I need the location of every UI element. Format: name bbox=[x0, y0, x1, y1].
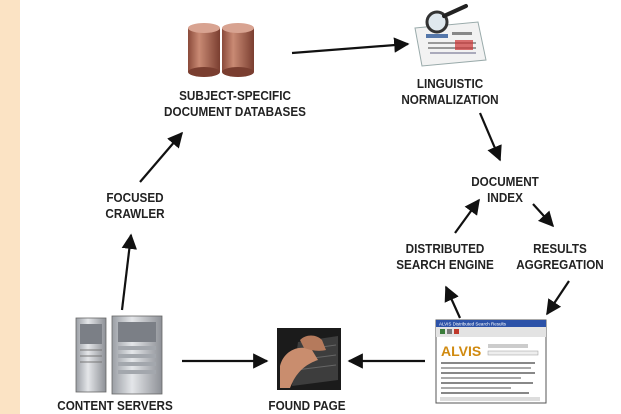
node-label-crawler-line1: FOCUSED bbox=[106, 190, 164, 205]
arrow-normalization-to-index bbox=[478, 112, 502, 162]
node-label-normalization: LINGUISTIC NORMALIZATION bbox=[392, 76, 509, 108]
node-label-normalization-line2: NORMALIZATION bbox=[401, 92, 499, 107]
node-label-databases-line1: SUBJECT-SPECIFIC bbox=[179, 88, 291, 103]
window-titlebar bbox=[436, 320, 546, 327]
window-title: ALVIS Distributed Search Results bbox=[439, 322, 507, 327]
arrow-results-to-search-engine bbox=[444, 285, 462, 319]
node-label-search-engine-line1: DISTRIBUTED bbox=[405, 241, 485, 256]
database-cylinders-icon bbox=[188, 23, 254, 77]
alvis-results-window: ALVIS Distributed Search Results ALVIS bbox=[435, 319, 547, 404]
node-label-crawler-line2: CRAWLER bbox=[105, 206, 165, 221]
newspaper-magnifier-icon bbox=[414, 4, 487, 67]
node-label-crawler: FOCUSED CRAWLER bbox=[86, 190, 185, 222]
node-label-aggregation-line2: AGGREGATION bbox=[516, 257, 604, 272]
node-label-found-page: FOUND PAGE bbox=[268, 398, 346, 413]
node-label-normalization-line1: LINGUISTIC bbox=[416, 76, 484, 91]
content-servers-icon bbox=[75, 315, 163, 395]
arrow-crawler-to-databases bbox=[139, 131, 184, 183]
alvis-logo: ALVIS bbox=[441, 343, 481, 359]
node-label-aggregation: RESULTS AGGREGATION bbox=[511, 241, 610, 273]
arrow-servers-to-crawler bbox=[120, 233, 137, 311]
node-label-search-engine: DISTRIBUTED SEARCH ENGINE bbox=[391, 241, 499, 273]
arrow-databases-to-normalization bbox=[291, 37, 410, 55]
node-label-aggregation-line1: RESULTS bbox=[533, 241, 587, 256]
node-label-index-line1: DOCUMENT bbox=[471, 174, 539, 189]
arrow-index-to-aggregation bbox=[532, 203, 555, 228]
arrow-aggregation-to-results bbox=[546, 280, 570, 316]
node-label-databases: SUBJECT-SPECIFIC DOCUMENT DATABASES bbox=[154, 88, 316, 120]
node-label-servers: CONTENT SERVERS bbox=[57, 398, 173, 413]
node-label-index-line2: INDEX bbox=[487, 190, 523, 205]
node-label-databases-line2: DOCUMENT DATABASES bbox=[164, 104, 306, 119]
hands-keyboard-icon bbox=[277, 328, 341, 390]
node-label-search-engine-line2: SEARCH ENGINE bbox=[396, 257, 494, 272]
arrow-search-engine-to-index bbox=[454, 198, 480, 234]
node-label-index: DOCUMENT INDEX bbox=[456, 174, 555, 206]
side-strip bbox=[0, 0, 20, 414]
